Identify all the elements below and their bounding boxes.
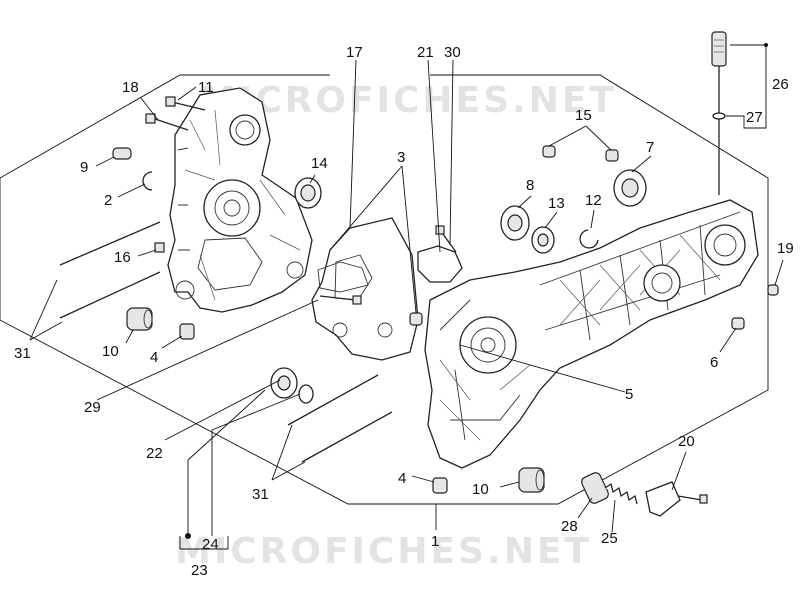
part-10-bushing-left: [126, 307, 153, 331]
part-26-dipstick: [711, 31, 727, 195]
callout-31-left: 31: [14, 345, 31, 362]
leader-lines: [29, 43, 784, 550]
callout-24: 24: [202, 536, 219, 553]
part-19-plug: [767, 284, 779, 296]
callout-7: 7: [646, 139, 654, 156]
callout-27: 27: [746, 109, 763, 126]
callout-13: 13: [548, 195, 565, 212]
part-25-spring: [604, 482, 638, 505]
part-14-bearing: [294, 177, 322, 209]
part-15-dowel-b: [605, 149, 619, 162]
callout-6: 6: [710, 354, 718, 371]
callout-15: 15: [575, 107, 592, 124]
callout-3: 3: [397, 149, 405, 166]
part-16-plug: [154, 242, 165, 253]
callout-11: 11: [198, 79, 214, 96]
callout-14: 14: [311, 155, 328, 172]
assembly-boundary: [0, 74, 769, 505]
part-20-plate: [645, 481, 708, 517]
part-3-dowel: [409, 312, 423, 326]
part-4-dowel-left: [179, 323, 195, 340]
callout-8: 8: [526, 177, 534, 194]
part-27-oring: [712, 112, 726, 120]
part-6-dowel: [731, 317, 745, 330]
callout-10-right: 10: [472, 481, 489, 498]
part-15-dowel-a: [542, 145, 556, 158]
callout-31-center: 31: [252, 486, 269, 503]
part-29-bolt: [319, 295, 362, 305]
part-7-bearing: [613, 169, 647, 207]
part-31-studs-center: [287, 374, 393, 463]
callout-labels: 18 11 9 2 14 16 31 10 4 29 17 3 21 30 15…: [14, 44, 794, 579]
callout-19: 19: [777, 240, 794, 257]
part-12-circlip: [579, 229, 599, 249]
left-crankcase-half: [167, 87, 313, 313]
callout-18: 18: [122, 79, 139, 96]
callout-20: 20: [678, 433, 695, 450]
part-13-seal: [531, 226, 555, 254]
right-crankcase-half: [424, 199, 759, 469]
callout-28: 28: [561, 518, 578, 535]
callout-30: 30: [444, 44, 461, 61]
callout-17: 17: [346, 44, 363, 61]
callout-29: 29: [84, 399, 101, 416]
callout-9: 9: [80, 159, 88, 176]
callout-26: 26: [772, 76, 789, 93]
callout-22: 22: [146, 445, 163, 462]
callout-2: 2: [104, 192, 112, 209]
part-8-bearing: [500, 205, 530, 241]
callout-4-left: 4: [150, 349, 158, 366]
watermark-top: MICROFICHES.NET: [200, 80, 617, 121]
part-21-30-breather: [417, 225, 463, 283]
part-4-dowel-right: [432, 477, 448, 494]
callout-10-left: 10: [102, 343, 119, 360]
callout-1: 1: [431, 533, 439, 550]
callout-23: 23: [191, 562, 208, 579]
callout-16: 16: [114, 249, 131, 266]
callout-4-right: 4: [398, 470, 406, 487]
part-31-studs-left: [59, 221, 161, 319]
callout-12: 12: [585, 192, 602, 209]
part-10-bushing-right: [518, 467, 545, 493]
part-2-ring: [142, 171, 153, 191]
part-9-dowel: [112, 147, 132, 160]
part-24-oring: [298, 384, 314, 404]
callout-5: 5: [625, 386, 633, 403]
callout-25: 25: [601, 530, 618, 547]
part-28-sleeve: [581, 472, 609, 504]
part-18-screw: [145, 113, 189, 131]
watermark-bottom: MICROFICHES.NET: [175, 531, 592, 572]
part-11-screw: [165, 96, 206, 111]
part-22-seal: [270, 367, 298, 399]
callout-21: 21: [417, 44, 434, 61]
part-17-gasket: [311, 217, 419, 361]
